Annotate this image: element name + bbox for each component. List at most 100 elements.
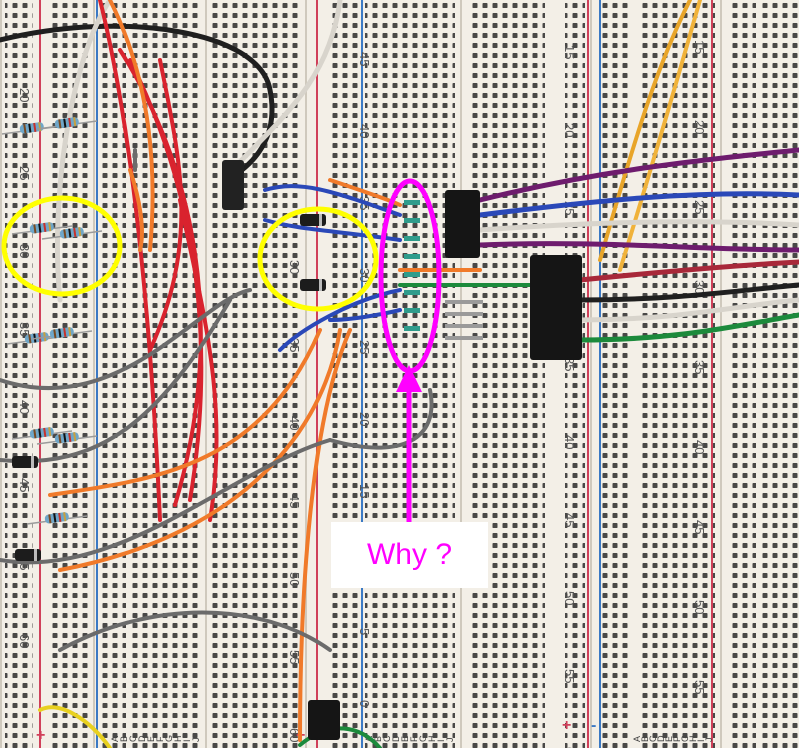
header-pin: [404, 308, 420, 313]
board1-row-number: 20: [17, 88, 32, 102]
resistor-band: [78, 227, 82, 237]
orange-wire: [328, 178, 402, 207]
board-seam: [460, 0, 462, 748]
resistor-band: [23, 124, 27, 134]
resistor-band: [38, 428, 42, 438]
resistor-band: [28, 123, 32, 133]
hole-field: [728, 0, 756, 748]
orange-wire: [58, 328, 342, 572]
resistor-band: [73, 117, 77, 127]
wire-connector: [222, 160, 244, 210]
diode-band: [319, 214, 322, 226]
diode-band: [31, 456, 34, 468]
board4-row-number: 55: [562, 669, 577, 683]
row-letter: B: [119, 736, 129, 742]
board3-row-number: 15: [357, 484, 372, 498]
hole-field: [640, 0, 715, 748]
resistor-band: [38, 223, 42, 233]
resistor-band: [68, 327, 72, 337]
diode: [12, 456, 38, 468]
row-letter: E: [664, 736, 674, 742]
blue-wire: [477, 191, 799, 218]
red-wire: [98, 0, 162, 522]
diode-band: [34, 549, 37, 561]
rail-plus-sign: +: [36, 727, 45, 744]
row-letter: G: [164, 735, 174, 742]
board2-row-number: 30: [287, 260, 302, 274]
resistor-band: [48, 222, 52, 232]
board-seam: [205, 0, 207, 748]
resistor-band: [53, 329, 57, 339]
purple-wire: [477, 147, 799, 203]
row-letter: J: [445, 738, 455, 743]
row-letter: J: [191, 738, 201, 743]
hole-field: [470, 0, 545, 748]
board3-row-number: 40: [357, 124, 372, 138]
row-letter: D: [391, 735, 401, 742]
white-wire: [229, 0, 343, 173]
board3-row-number: 5: [357, 628, 372, 635]
board4-row-number: 50: [562, 591, 577, 605]
resistor-band: [63, 118, 67, 128]
white-wire: [477, 219, 799, 233]
board6-row-number: 45: [692, 520, 707, 534]
row-letter: H: [688, 736, 698, 743]
red-wire: [178, 198, 219, 522]
connector-header: [308, 700, 340, 740]
resistor-band: [58, 328, 62, 338]
why-callout: Why ?: [331, 522, 488, 588]
orange-wire: [128, 168, 144, 252]
header-pin: [404, 290, 420, 295]
row-letter: I: [182, 739, 192, 742]
row-letter: D: [137, 735, 147, 742]
row-letter: H: [427, 736, 437, 743]
board1-row-number: 25: [17, 166, 32, 180]
resistor-band: [73, 227, 77, 238]
row-letter: B: [373, 736, 383, 742]
connector-header: [445, 190, 480, 258]
maroon-wire: [577, 259, 799, 283]
board6-row-number: 40: [692, 440, 707, 454]
resistor-band: [68, 117, 72, 128]
board4-row-number: 35: [562, 357, 577, 371]
board2-row-number: 50: [287, 572, 302, 586]
hole-field: [600, 0, 628, 748]
board-seam: [305, 0, 307, 748]
board3-row-number: 20: [357, 412, 372, 426]
board6-row-number: 20: [692, 120, 707, 134]
why-callout-text: Why ?: [366, 538, 453, 571]
board1-row-number: 45: [17, 478, 32, 492]
header-pin: [445, 336, 483, 340]
resistor-band: [33, 224, 37, 234]
board2-row-number: 40: [287, 416, 302, 430]
blue-wire: [328, 308, 402, 322]
board-seam: [720, 0, 722, 748]
board3-row-number: 45: [357, 52, 372, 66]
diode: [300, 214, 326, 226]
board4-row-number: 20: [562, 123, 577, 137]
black-wire: [0, 23, 275, 178]
arrow-head: [396, 365, 422, 392]
gray-wire: [0, 438, 332, 565]
resistor-band: [48, 427, 52, 437]
board6-row-number: 55: [692, 680, 707, 694]
hole-field: [565, 0, 585, 748]
board6-row-number: 25: [692, 200, 707, 214]
row-letter: J: [704, 738, 714, 743]
hole-field: [760, 0, 799, 748]
row-letter: F: [409, 736, 419, 742]
header-pin: [445, 300, 483, 304]
board3-row-number: 30: [357, 268, 372, 282]
row-letter: A: [632, 736, 642, 742]
resistor-band: [73, 432, 77, 442]
blue-wire: [263, 184, 402, 217]
row-letter: B: [640, 736, 650, 742]
row-letter: I: [436, 739, 446, 742]
row-letter: I: [696, 739, 706, 742]
diode: [15, 549, 41, 561]
row-letter: C: [382, 735, 392, 742]
orange-wire: [108, 0, 155, 252]
diode-band: [319, 279, 322, 291]
